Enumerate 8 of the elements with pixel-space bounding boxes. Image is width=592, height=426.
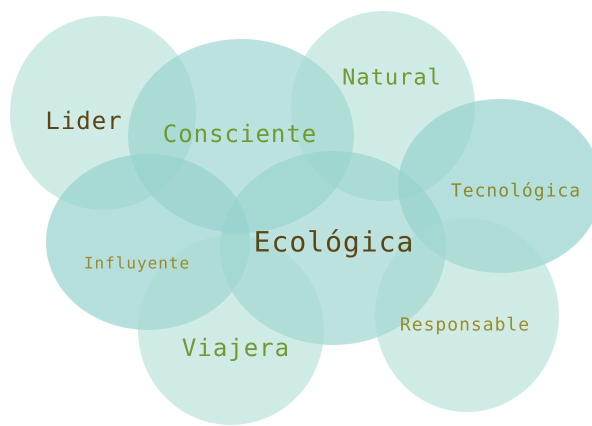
bubble-word: Responsable <box>400 314 530 336</box>
bubble-word: Tecnológica <box>450 180 582 202</box>
bubble-word: Lider <box>45 107 123 135</box>
bubble-word: Ecológica <box>254 226 414 258</box>
bubble-word: Natural <box>342 66 442 90</box>
bubble-word: Viajera <box>182 334 290 362</box>
bubble-word: Consciente <box>162 120 318 148</box>
bubble-word: Influyente <box>84 254 190 272</box>
